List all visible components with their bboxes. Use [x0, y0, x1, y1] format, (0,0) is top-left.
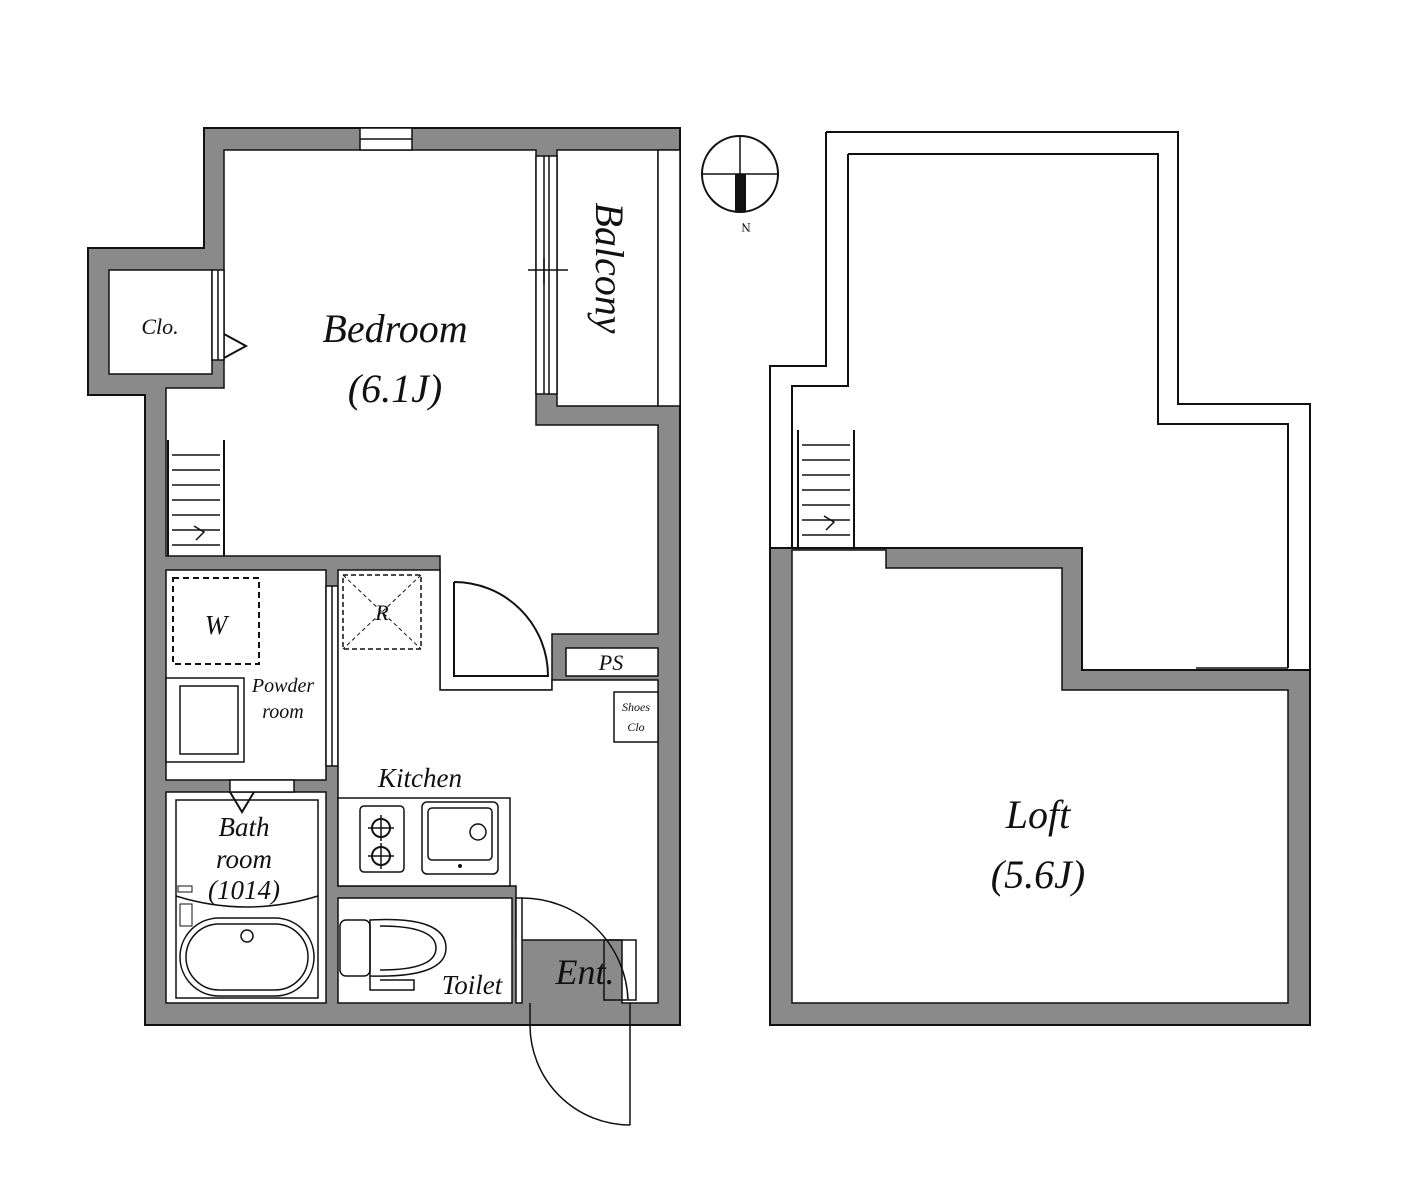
loft-floor: Loft (5.6J)	[769, 131, 1311, 1026]
compass-north-label: N	[741, 220, 751, 235]
toilet-floor	[337, 897, 513, 1004]
ladder-icon	[167, 440, 225, 556]
shoes-closet	[613, 691, 659, 743]
loft-name: Loft	[1005, 792, 1071, 837]
kitchen-name: Kitchen	[377, 763, 462, 793]
refrigerator-icon	[342, 574, 422, 650]
balcony-name: Balcony	[587, 202, 632, 333]
entrance-name: Ent.	[555, 952, 615, 992]
loft-floor-area	[791, 549, 1289, 1004]
toilet-name: Toilet	[442, 970, 504, 1000]
bathroom-floor	[165, 791, 327, 1004]
powder-room-line2: room	[262, 701, 303, 723]
kitchen-floor	[337, 569, 659, 1004]
bedroom-size: (6.1J)	[348, 366, 442, 411]
loft-ladder-icon	[797, 430, 855, 548]
closet-floor	[108, 269, 213, 375]
stove-icon	[359, 805, 405, 873]
loft-size: (5.6J)	[991, 852, 1085, 897]
balcony-floor	[556, 149, 659, 407]
bathroom-line2: room	[216, 844, 272, 874]
bedroom-name: Bedroom	[322, 306, 467, 351]
washer-name: W	[205, 610, 230, 640]
shoes-closet-line1: Shoes	[622, 700, 650, 714]
ground-floor: Bedroom (6.1J) Balcony Clo. W R Powder r…	[87, 127, 681, 1126]
bathtub-icon	[175, 885, 319, 997]
compass-icon: N	[701, 135, 779, 235]
refrigerator-name: R	[374, 600, 389, 625]
bathroom-line1: Bath	[219, 812, 270, 842]
toilet-icon	[339, 918, 447, 991]
washer-icon	[172, 577, 260, 665]
kitchen-sink-icon	[421, 801, 499, 875]
ps-name: PS	[598, 650, 623, 675]
ps-box	[565, 647, 659, 677]
closet-name: Clo.	[141, 314, 178, 339]
shoes-closet-line2: Clo	[627, 720, 644, 734]
powder-room-line1: Powder	[251, 675, 314, 697]
bathroom-line3: (1014)	[208, 875, 280, 905]
